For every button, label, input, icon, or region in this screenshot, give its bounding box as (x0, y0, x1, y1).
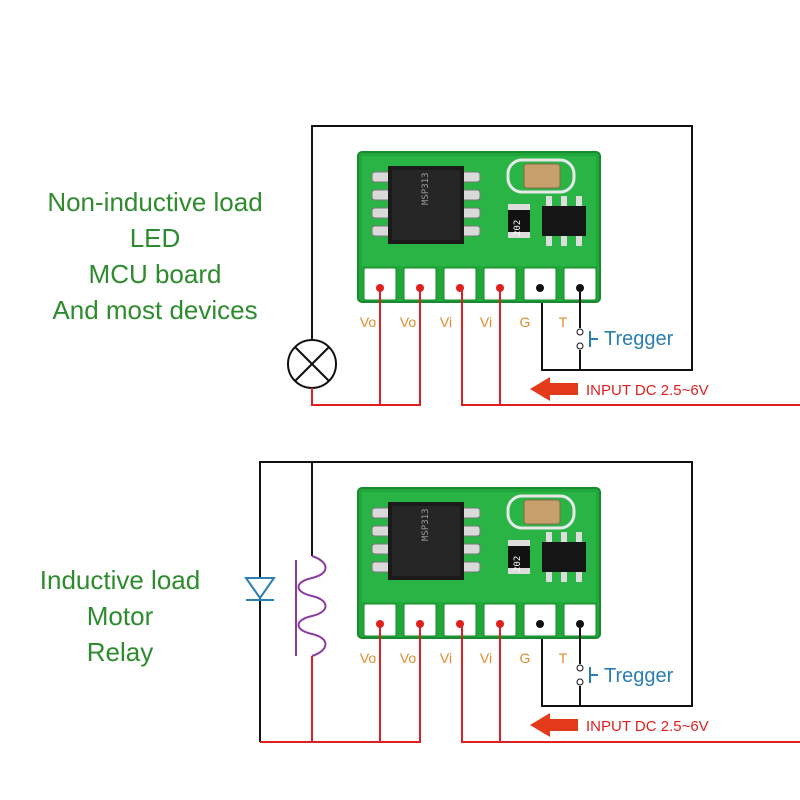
input-label: INPUT DC 2.5~6V (586, 382, 709, 399)
pin-label-vo: Vo (360, 314, 377, 330)
input-arrow-icon (530, 377, 578, 401)
load-line: LED (129, 223, 181, 253)
pin-label-vo: Vo (400, 314, 417, 330)
diode-icon (244, 462, 276, 742)
load-line: Non-inductive load (47, 187, 263, 217)
load-line: Motor (86, 601, 154, 631)
pin-label-vi: Vi (480, 650, 492, 666)
load-line: And most devices (52, 295, 258, 325)
ic-marking: MSP313 (421, 172, 431, 205)
input-arrow-icon (530, 713, 578, 737)
load-description-noninductive: Non-inductive load LED MCU board And mos… (20, 184, 290, 328)
input-label: INPUT DC 2.5~6V (586, 718, 709, 735)
black-wire-loop (311, 125, 693, 371)
lamp-icon (287, 339, 337, 389)
red-wire-output (260, 624, 421, 743)
circuit-inductive: MSP313 202 Vo Vo Vi Vi (244, 461, 800, 743)
trigger-switch-icon (576, 628, 598, 706)
pin-label-vi: Vi (440, 650, 452, 666)
coil-icon (295, 555, 327, 657)
trigger-label: Tregger (604, 665, 674, 687)
pin-label-g: G (520, 314, 531, 330)
resistor-marking: 202 (513, 556, 523, 572)
ic-marking: MSP313 (421, 508, 431, 541)
pin-label-vo: Vo (400, 650, 417, 666)
pin-label-t: T (559, 314, 568, 330)
resistor-marking: 202 (513, 220, 523, 236)
load-description-inductive: Inductive load Motor Relay (15, 562, 225, 670)
load-line: MCU board (88, 259, 222, 289)
trigger-switch-icon (576, 292, 598, 370)
load-line: Inductive load (39, 565, 201, 595)
pin-label-t: T (559, 650, 568, 666)
trigger-label: Tregger (604, 328, 674, 350)
pcb-module (356, 486, 602, 640)
pin-label-vo: Vo (360, 650, 377, 666)
pin-label-g: G (520, 650, 531, 666)
pcb-module (356, 150, 602, 304)
pin-label-vi: Vi (480, 314, 492, 330)
pin-label-vi: Vi (440, 314, 452, 330)
load-line: Relay (86, 637, 154, 667)
red-wire-output (311, 288, 421, 406)
circuit-noninductive: MSP313 202 Vo Vo Vi Vi G T (287, 125, 800, 406)
